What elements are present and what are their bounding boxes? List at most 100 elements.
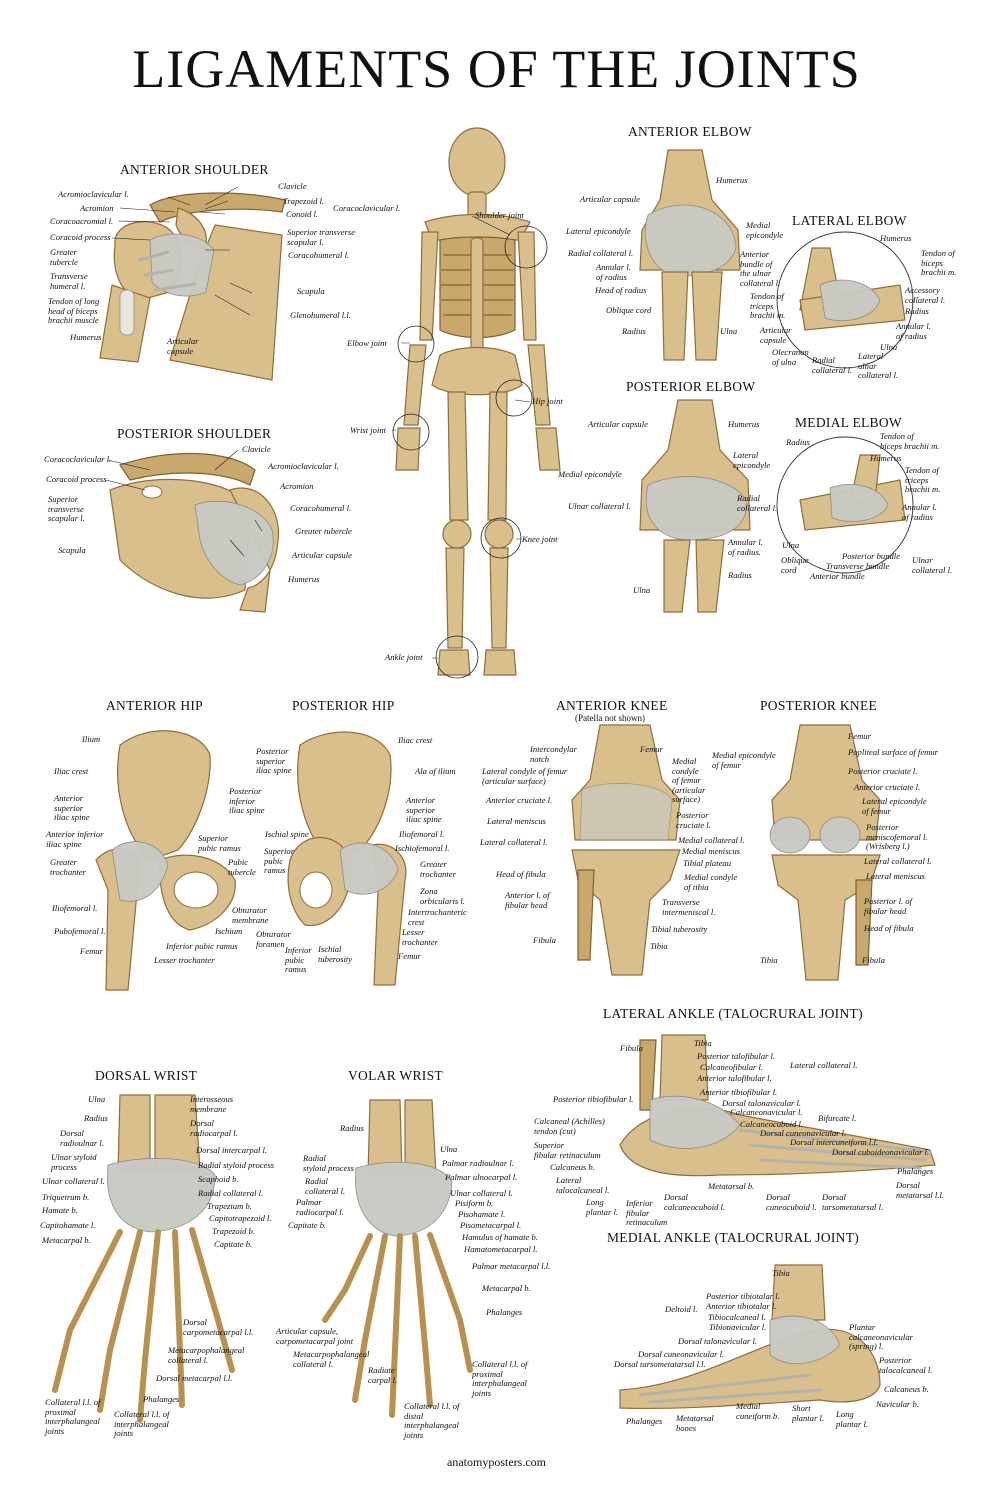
label: Olecranon of ulna (772, 347, 809, 367)
label: Humerus (716, 175, 748, 185)
leader-lines (105, 186, 531, 659)
label: Head of fibula (864, 923, 914, 933)
label: Trapezoid l. (283, 196, 325, 206)
label: Scaphoid b. (198, 1174, 239, 1184)
label: Calcaneus b. (550, 1162, 595, 1172)
label: Posterior tibiofibular l. (553, 1094, 634, 1104)
label: Coracoclavicular l. (333, 203, 401, 213)
label: Dorsal cuboideonavicular l. (832, 1147, 930, 1157)
label: Radial collateral l. (737, 493, 778, 513)
label: Dorsal intercarpal l. (196, 1145, 268, 1155)
label: Ankle joint (385, 652, 423, 662)
label: Capitohamate l. (40, 1220, 96, 1230)
label: Radial collateral l. (198, 1188, 264, 1198)
label: Ulnar collateral l. (42, 1176, 105, 1186)
label: Ulna (720, 326, 738, 336)
label: Plantar calcaneonavicular (spring) l. (849, 1322, 913, 1351)
heading-anterior-hip: ANTERIOR HIP (106, 698, 203, 713)
label: Long plantar l. (836, 1409, 868, 1429)
label: Inferior pubic ramus (285, 945, 312, 974)
label: Fibula (862, 955, 885, 965)
label: Lateral epicondyle (566, 226, 631, 236)
label: Metatarsal b. (708, 1181, 755, 1191)
label: Palmar ulnocarpal l. (445, 1172, 518, 1182)
label: Ulna (440, 1144, 458, 1154)
label: Medial meniscus (682, 846, 740, 856)
label: Lateral meniscus (866, 871, 925, 881)
label: Bifurcate l. (818, 1113, 857, 1123)
label: Radius (84, 1113, 108, 1123)
label: Deltoid l. (665, 1304, 698, 1314)
heading-lateral-ankle: LATERAL ANKLE (TALOCRURAL JOINT) (603, 1006, 863, 1021)
label: Radius (728, 570, 752, 580)
label: Dorsal intercuneiform l.l. (790, 1137, 879, 1147)
label: Articular capsule (580, 194, 640, 204)
label: Medial cuneiform b. (736, 1401, 780, 1421)
label: Hamate b. (42, 1205, 78, 1215)
label: Pisometacarpal l. (460, 1220, 522, 1230)
label: Posterior superior iliac spine (256, 746, 292, 775)
label: Elbow joint (347, 338, 387, 348)
label: Medial condyle of tibia (684, 872, 738, 892)
label: Anterior bundle (810, 571, 865, 581)
heading-posterior-knee: POSTERIOR KNEE (760, 698, 878, 713)
label: Triquetrum b. (42, 1192, 90, 1202)
heading-dorsal-wrist: DORSAL WRIST (95, 1068, 198, 1083)
label: Popliteal surface of femur (848, 747, 938, 757)
label: Superior fibular retinaculum (534, 1140, 601, 1160)
label: Tendon of triceps brachii m. (905, 465, 941, 494)
label: Greater tubercle (295, 526, 352, 536)
label: Ulnar styloid process (51, 1152, 97, 1172)
label: Posterior cruciate l. (676, 810, 711, 830)
label: Lateral collateral l. (480, 837, 548, 847)
label: Oblique cord (781, 555, 809, 575)
label: Radial collateral l. (305, 1176, 346, 1196)
skeleton-illustration (392, 127, 561, 679)
label: Tibia (694, 1038, 712, 1048)
label: Iliofemoral l. (399, 829, 445, 839)
label: Medial epicondyle (558, 469, 622, 479)
label: Tibial plateau (683, 858, 731, 868)
label: Greater trochanter (420, 859, 456, 879)
label: Ischium (215, 926, 243, 936)
label: Superior transverse scapular l. (287, 227, 356, 247)
label: Medial collateral l. (678, 835, 745, 845)
label: Articular capsule (588, 419, 648, 429)
label: Transverse intermeniscal l. (662, 897, 716, 917)
label: Posterior cruciate l. (848, 766, 918, 776)
label: Palmar radiocarpal l. (296, 1197, 344, 1217)
medial-ankle-illustration (619, 1264, 881, 1410)
label: Calcaneofibular l. (700, 1062, 764, 1072)
label: Dorsal metacarpal l.l. (156, 1373, 233, 1383)
label: Palmar radioulnar l. (442, 1158, 514, 1168)
label: Metacarpophalangeal collateral l. (168, 1345, 245, 1365)
label: Obturator membrane (232, 905, 269, 925)
label: Dorsal tarsometatarsal l. (822, 1192, 884, 1212)
medial-elbow-illustration (776, 436, 914, 574)
label: Superior pubic ramus (198, 833, 241, 853)
label: Tendon of triceps brachii m. (750, 291, 786, 320)
heading-anterior-elbow: ANTERIOR ELBOW (628, 124, 752, 139)
label: Ilium (82, 734, 101, 744)
label: Tibia (760, 955, 778, 965)
label: Tibia (650, 941, 668, 951)
label: Short plantar l. (792, 1403, 824, 1423)
label: Medial condyle of femur (articular surfa… (672, 756, 706, 804)
label: Articular capsule (167, 336, 199, 356)
label: Ischial tuberosity (318, 944, 353, 964)
label: Humerus (880, 233, 912, 243)
label: Posterior tibiotalar l. (706, 1291, 780, 1301)
label: Radius (905, 306, 929, 316)
label: Collateral l.l. of proximal interphalang… (472, 1359, 528, 1398)
label: Anterior talofibular l. (697, 1073, 772, 1083)
label: Humerus (870, 453, 902, 463)
label: Pisiform b. (455, 1198, 494, 1208)
label: Coracoid process (50, 232, 111, 242)
label: Acromioclavicular l. (58, 189, 129, 199)
heading-volar-wrist: VOLAR WRIST (348, 1068, 443, 1083)
label: Head of fibula (496, 869, 546, 879)
label: Anterior cruciate l. (854, 782, 921, 792)
lateral-elbow-illustration (776, 231, 914, 369)
label: Posterior meniscofemoral l. (Wrisberg l.… (866, 822, 928, 851)
